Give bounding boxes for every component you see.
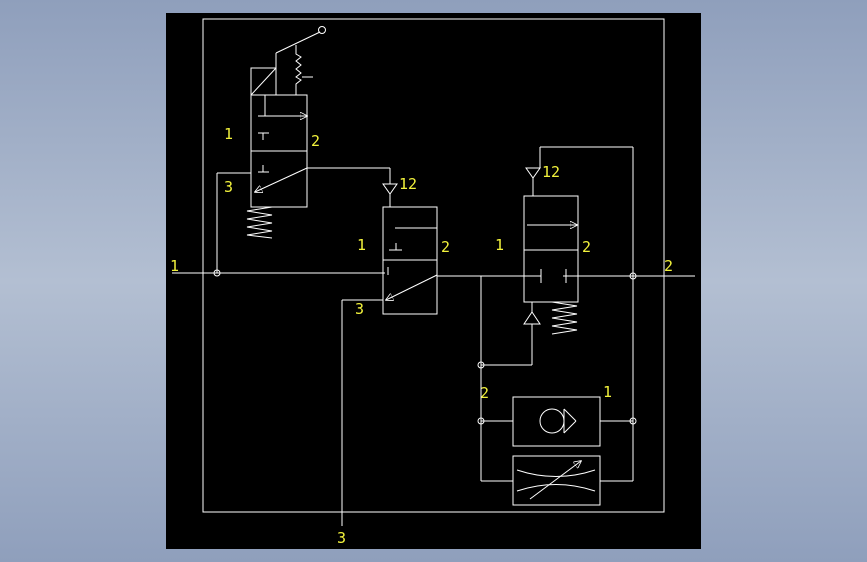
- main-outlet-label: 2: [664, 257, 673, 275]
- adjustable-throttle[interactable]: [512, 455, 601, 506]
- push-button-icon: [250, 67, 277, 96]
- pilot-triangle-top-icon: [525, 167, 541, 179]
- valve3-port1-label: 1: [495, 236, 504, 254]
- valve2-port2-label: 2: [441, 238, 450, 256]
- pilot-valve-3-2[interactable]: [382, 183, 438, 315]
- adjust-arrow-icon: [529, 461, 581, 500]
- check-port1-label: 1: [603, 383, 612, 401]
- valve1-port2-label: 2: [311, 132, 320, 150]
- valve3-pilot-label: 12: [542, 163, 560, 181]
- check-ball-icon: [539, 408, 565, 434]
- spring-icon: [551, 301, 578, 335]
- pilot-triangle-icon: [382, 183, 398, 195]
- exhaust-label: 3: [337, 529, 346, 547]
- throttle-curve-icon: [516, 469, 596, 492]
- lever-icon: [275, 26, 326, 95]
- pilot-valve-2-2-body: [523, 195, 579, 303]
- main-inlet-label: 1: [170, 257, 179, 275]
- boundary-frame: [202, 18, 665, 513]
- throttle-body: [512, 455, 601, 506]
- valve1-port3-label: 3: [224, 178, 233, 196]
- check-port2-label: 2: [480, 384, 489, 402]
- pilot-valve-2-2[interactable]: [523, 158, 579, 335]
- valve2-port1-label: 1: [357, 236, 366, 254]
- valve2-pilot-label: 12: [399, 175, 417, 193]
- pilot-triangle-bottom-icon: [523, 311, 541, 325]
- check-valve[interactable]: [512, 396, 601, 447]
- valve1-port1-label: 1: [224, 125, 233, 143]
- check-valve-body: [512, 396, 601, 447]
- piping: [172, 146, 695, 526]
- spring-icon: [246, 206, 273, 239]
- valve2-port3-label: 3: [355, 300, 364, 318]
- valve3-port2-label: 2: [582, 238, 591, 256]
- drawing-viewport[interactable]: [166, 13, 701, 549]
- manual-valve-3-2[interactable]: [246, 26, 326, 239]
